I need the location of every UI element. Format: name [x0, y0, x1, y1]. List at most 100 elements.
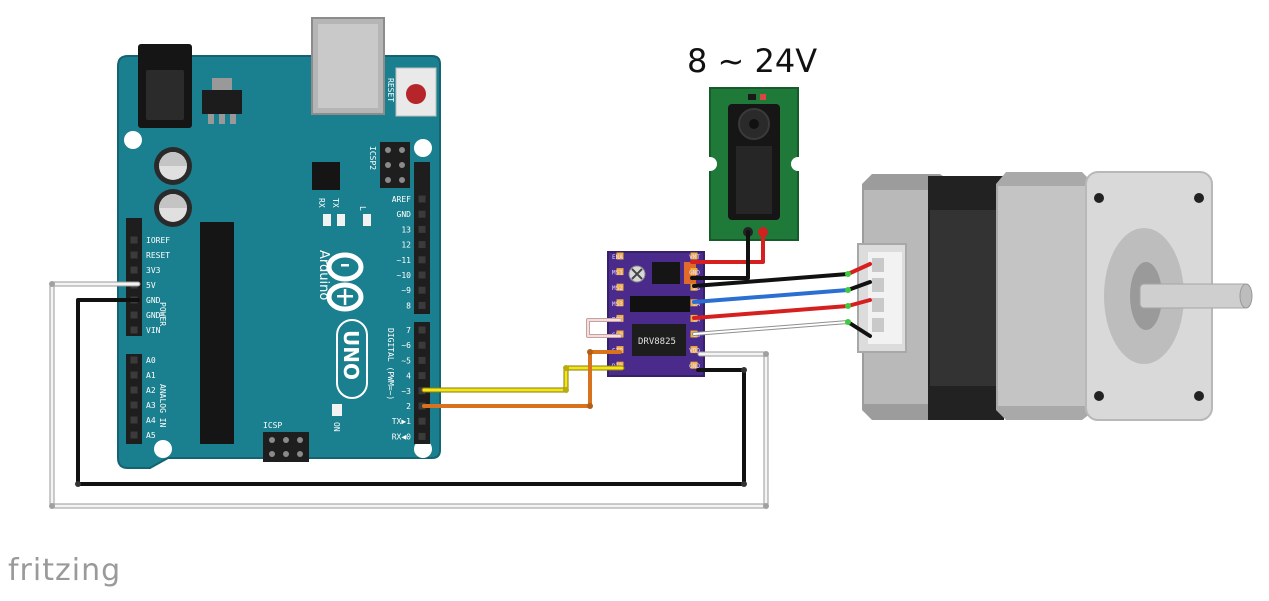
wire-vmot-red [690, 230, 765, 264]
digital-pin-hole[interactable] [418, 256, 426, 264]
digital-pin-hole[interactable] [418, 326, 426, 334]
arduino-uno-board: RESET ICSP2 TX RX L Arduino [117, 17, 441, 469]
digital-pin-label: 13 [401, 225, 411, 234]
driver-pin-hole[interactable] [690, 361, 698, 369]
digital-pin-hole[interactable] [418, 432, 426, 440]
driver-pin-label: MS3 [612, 301, 623, 308]
driver-pin-label: GND [689, 363, 700, 370]
digital-pin-hole[interactable] [418, 372, 426, 380]
digital-pin-label: TX▶1 [392, 417, 411, 426]
digital-pin-hole[interactable] [418, 241, 426, 249]
driver-pin-hole[interactable] [616, 283, 624, 291]
power-pin-hole[interactable] [130, 311, 138, 319]
driver-pin-label: 1A [693, 316, 701, 323]
digital-pin-label: ~10 [397, 271, 412, 280]
driver-pin-hole[interactable] [690, 346, 698, 354]
digital-header-label: DIGITAL (PWM=~) [386, 328, 395, 400]
driver-pin-hole[interactable] [690, 252, 698, 260]
icsp2-header [380, 142, 410, 188]
power-pin-label: 3V3 [146, 266, 161, 275]
power-pin-hole[interactable] [130, 266, 138, 274]
digital-pin-hole[interactable] [418, 286, 426, 294]
wire-coil-2b-black [692, 272, 850, 288]
analog-header-label: ANALOG IN [158, 384, 167, 428]
analog-pin-hole[interactable] [130, 431, 138, 439]
wire-step-yellow [421, 365, 625, 393]
driver-pin-hole[interactable] [616, 268, 624, 276]
analog-pin-label: A2 [146, 386, 156, 395]
driver-pin-hole[interactable] [616, 346, 624, 354]
arduino-logo [326, 252, 364, 312]
analog-pin-label: A0 [146, 356, 156, 365]
digital-header-top [414, 162, 430, 314]
reset-button[interactable] [395, 67, 437, 117]
analog-pin-hole[interactable] [130, 386, 138, 394]
dc-jack-module [703, 87, 805, 241]
analog-pin-hole[interactable] [130, 416, 138, 424]
digital-pin-hole[interactable] [418, 301, 426, 309]
digital-header-bottom [414, 322, 430, 444]
icsp-label: ICSP [263, 421, 282, 430]
analog-pin-hole[interactable] [130, 356, 138, 364]
l-label: L [358, 206, 367, 211]
driver-pin-label: VMT [689, 254, 700, 261]
capacitor [154, 147, 192, 185]
mounting-hole [154, 440, 172, 458]
power-pin-hole[interactable] [130, 326, 138, 334]
driver-pin-label: MS1 [612, 270, 623, 277]
analog-pin-hole[interactable] [130, 401, 138, 409]
analog-pin-hole[interactable] [130, 371, 138, 379]
analog-pin-label: A5 [146, 431, 156, 440]
driver-pin-label: GND [689, 270, 700, 277]
digital-pin-hole[interactable] [418, 356, 426, 364]
l-led [363, 214, 371, 226]
atmega-chip [200, 222, 234, 444]
mounting-hole [414, 440, 432, 458]
on-led [332, 404, 342, 416]
digital-pin-hole[interactable] [418, 225, 426, 233]
capacitor [154, 189, 192, 227]
digital-pin-label: ~3 [401, 387, 411, 396]
digital-pin-hole[interactable] [418, 341, 426, 349]
driver-pin-hole[interactable] [616, 252, 624, 260]
analog-pin-label: A4 [146, 416, 156, 425]
power-pin-label: GND [146, 296, 161, 305]
digital-pin-hole[interactable] [418, 210, 426, 218]
power-header [126, 218, 142, 336]
wire-coil-2a-blue [692, 288, 850, 304]
digital-pin-label: 8 [406, 301, 411, 310]
driver-pin-label: ENA [612, 254, 623, 261]
digital-pin-hole[interactable] [418, 417, 426, 425]
power-pin-label: VIN [146, 326, 161, 335]
digital-pin-hole[interactable] [418, 195, 426, 203]
driver-pin-hole[interactable] [690, 268, 698, 276]
power-pin-hole[interactable] [130, 251, 138, 259]
driver-pin-label: MS2 [612, 285, 623, 292]
power-pin-label: 5V [146, 281, 156, 290]
stepper-motor [857, 171, 1253, 421]
digital-pin-hole[interactable] [418, 271, 426, 279]
driver-pin-hole[interactable] [616, 299, 624, 307]
power-header-label: POWER [158, 302, 167, 326]
digital-pin-label: ~5 [401, 356, 411, 365]
mounting-hole [124, 131, 142, 149]
power-pin-label: IOREF [146, 236, 170, 245]
analog-pin-label: A3 [146, 401, 156, 410]
mounting-hole [414, 139, 432, 157]
on-label: ON [332, 422, 341, 432]
fritzing-brand: fritzing [8, 553, 121, 588]
svg-text:UNO: UNO [339, 330, 363, 380]
arduino-wordmark: Arduino [316, 250, 331, 300]
driver-pin-hole[interactable] [616, 361, 624, 369]
digital-pin-label: 7 [406, 326, 411, 335]
power-pin-hole[interactable] [130, 236, 138, 244]
wire-coil-1a-red [692, 304, 850, 320]
wire-endpoints [49, 271, 851, 509]
power-voltage-label: 8 ~ 24V [687, 42, 817, 80]
wire-vmot-gnd-black [690, 230, 750, 280]
digital-pin-label: ~6 [401, 341, 411, 350]
driver-pin-label: VDD [689, 348, 700, 355]
